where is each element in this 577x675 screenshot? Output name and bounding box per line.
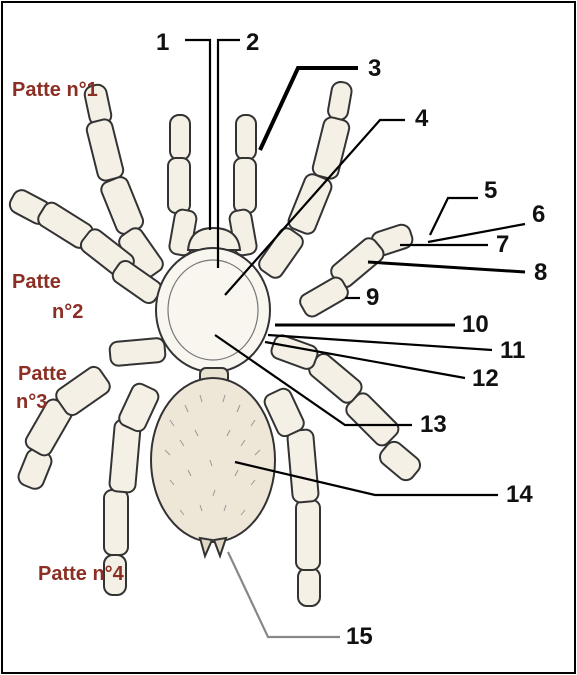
callout-9: 9 [366, 284, 379, 311]
callout-14: 14 [506, 481, 533, 508]
callout-10: 10 [462, 311, 489, 338]
callout-7: 7 [496, 231, 509, 258]
callout-2: 2 [246, 29, 259, 56]
callout-4: 4 [415, 105, 429, 132]
callout-13: 13 [420, 411, 447, 438]
label-leg-4: Patte n°4 [38, 563, 125, 585]
label-leg-2-line2: n°2 [52, 301, 83, 323]
callout-1: 1 [156, 29, 169, 56]
callout-12: 12 [472, 365, 499, 392]
cephalothorax [156, 248, 270, 372]
label-leg-3-line2: n°3 [16, 391, 47, 413]
abdomen [151, 378, 275, 542]
label-leg-2-line1: Patte [12, 271, 61, 293]
callout-6: 6 [532, 201, 545, 228]
label-leg-1: Patte n°1 [12, 79, 98, 101]
callout-3: 3 [368, 55, 381, 82]
callout-11: 11 [500, 337, 525, 364]
callout-8: 8 [534, 259, 547, 286]
callout-5: 5 [484, 177, 497, 204]
label-leg-3-line1: Patte [18, 363, 67, 385]
callout-15: 15 [346, 623, 373, 650]
